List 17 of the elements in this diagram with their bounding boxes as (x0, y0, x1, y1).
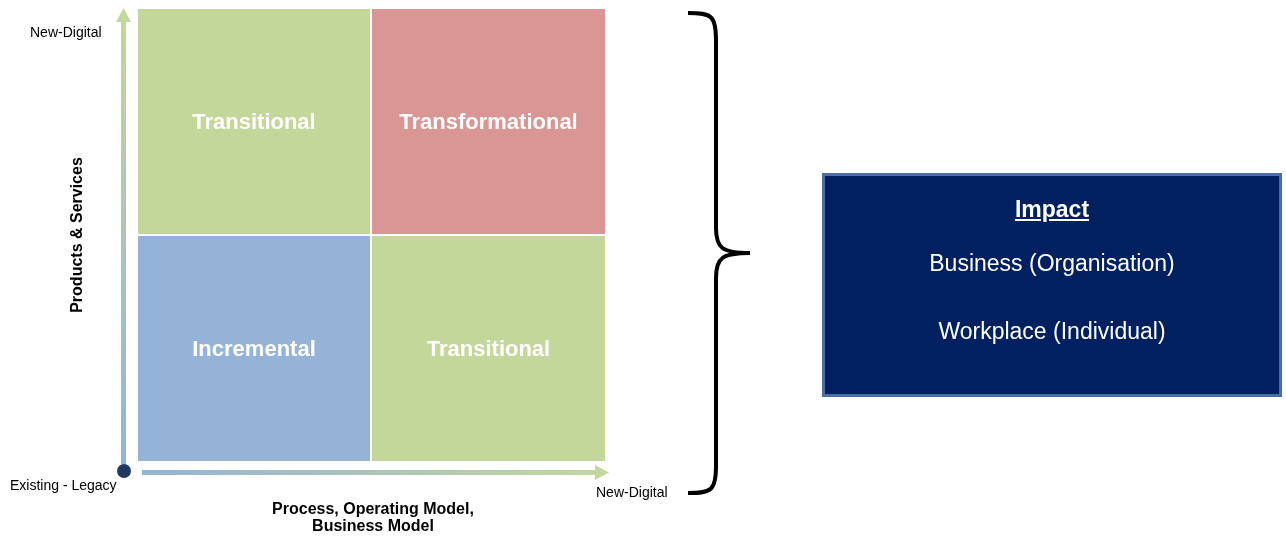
impact-box (822, 173, 1282, 397)
quadrant-label: Transformational (399, 108, 578, 135)
quadrant-box (371, 8, 606, 235)
body-text: Workplace (Individual) (938, 318, 1166, 344)
axis-title: Process, Operating Model, Business Model (271, 500, 475, 534)
axis-end-label: New-Digital (596, 484, 668, 500)
body-text: Business (Organisation) (929, 250, 1175, 276)
quadrant-label: Incremental (192, 335, 316, 362)
axis-title: Products & Services (68, 157, 86, 313)
axis-end-label: New-Digital (30, 24, 102, 40)
quadrant-label: Transitional (192, 108, 316, 135)
quadrant-box (371, 235, 606, 462)
quadrant-box (137, 235, 371, 462)
quadrant-box (137, 8, 371, 235)
axis-origin-label: Existing - Legacy (10, 477, 117, 493)
quadrant-label: Transitional (426, 335, 551, 362)
heading-text: Impact (1014, 196, 1090, 222)
